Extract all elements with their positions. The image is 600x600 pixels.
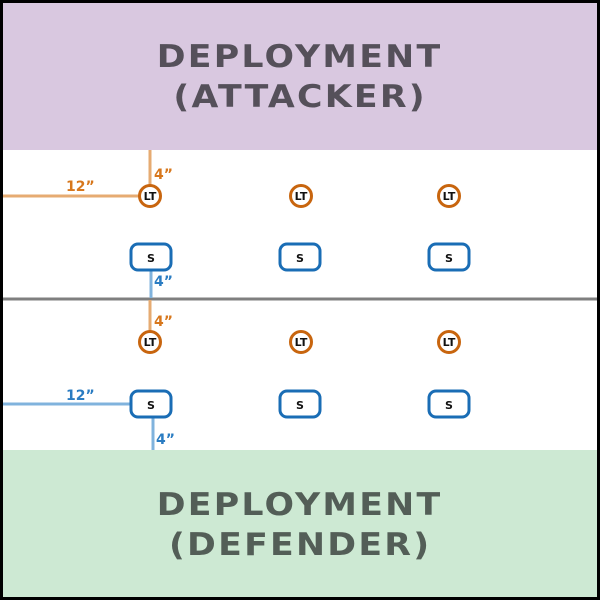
attacker-s-center-distance-label: 4”	[154, 274, 173, 290]
lt-marker-label: LT	[443, 336, 456, 349]
defender-lt-center-distance-label: 4”	[154, 314, 173, 330]
lt-circle-icon	[437, 330, 461, 354]
s-box-icon	[427, 242, 471, 272]
lt-marker-label: LT	[295, 190, 308, 203]
lt-marker-label: LT	[144, 336, 157, 349]
lt-circle-icon	[138, 330, 162, 354]
s-marker: S	[427, 389, 471, 419]
attacker-zone-title-line2: (ATTACKER)	[173, 78, 427, 115]
s-marker: S	[129, 389, 173, 419]
s-marker-label: S	[296, 252, 304, 265]
s-marker-label: S	[147, 252, 155, 265]
lt-circle-icon	[289, 184, 313, 208]
s-box-icon	[129, 389, 173, 419]
lt-marker: LT	[289, 184, 313, 208]
lt-marker: LT	[138, 330, 162, 354]
lt-circle-icon	[138, 184, 162, 208]
s-marker-label: S	[147, 399, 155, 412]
lt-circle-icon	[437, 184, 461, 208]
defender-s-zone-distance-label: 4”	[156, 432, 175, 448]
s-marker: S	[278, 242, 322, 272]
s-box-icon	[129, 242, 173, 272]
s-marker: S	[278, 389, 322, 419]
s-marker: S	[427, 242, 471, 272]
defender-zone-title-line2: (DEFENDER)	[168, 527, 432, 563]
lt-marker-label: LT	[443, 190, 456, 203]
s-marker-label: S	[445, 252, 453, 265]
defender-deployment-zone: DEPLOYMENT (DEFENDER)	[3, 450, 597, 597]
s-box-icon	[278, 389, 322, 419]
lt-marker: LT	[289, 330, 313, 354]
lt-marker-label: LT	[295, 336, 308, 349]
s-marker-label: S	[445, 399, 453, 412]
defender-s-edge-distance-label: 12”	[66, 388, 95, 404]
lt-circle-icon	[289, 330, 313, 354]
s-marker: S	[129, 242, 173, 272]
lt-marker: LT	[437, 184, 461, 208]
lt-marker-label: LT	[144, 190, 157, 203]
lt-marker: LT	[437, 330, 461, 354]
attacker-lt-edge-distance-label: 12”	[66, 179, 95, 195]
s-box-icon	[278, 242, 322, 272]
lt-marker: LT	[138, 184, 162, 208]
s-marker-label: S	[296, 399, 304, 412]
attacker-zone-title-line1: DEPLOYMENT	[157, 38, 443, 75]
defender-zone-title-line1: DEPLOYMENT	[157, 487, 443, 523]
attacker-lt-zone-distance-label: 4”	[154, 167, 173, 183]
s-box-icon	[427, 389, 471, 419]
attacker-deployment-zone: DEPLOYMENT (ATTACKER)	[3, 3, 597, 150]
